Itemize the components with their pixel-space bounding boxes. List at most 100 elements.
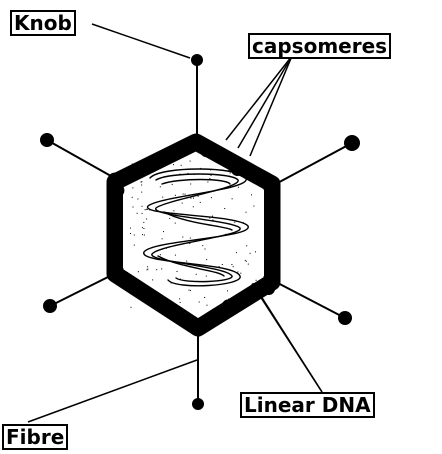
stipple-dot <box>147 162 148 163</box>
stipple-dot <box>241 164 242 165</box>
capsomere <box>268 218 277 227</box>
stipple-dot <box>211 175 212 176</box>
stipple-dot <box>138 271 139 272</box>
stipple-dot <box>160 186 161 187</box>
stipple-dot <box>141 192 142 193</box>
stipple-dot <box>132 197 133 198</box>
stipple-dot <box>204 297 205 298</box>
stipple-dot <box>161 268 162 269</box>
capsomeres-leader-line-2 <box>238 56 292 148</box>
stipple-dot <box>237 272 238 273</box>
stipple-dot <box>205 249 206 250</box>
stipple-dot <box>162 197 163 198</box>
fibre-upper-left <box>47 140 118 180</box>
stipple-dot <box>156 269 157 270</box>
stipple-dot <box>186 261 187 262</box>
stipple-dot <box>233 266 234 267</box>
stipple-dot <box>228 299 229 300</box>
stipple-dot <box>179 298 180 299</box>
stipple-dot <box>198 196 199 197</box>
stipple-dot <box>131 307 132 308</box>
stipple-dot <box>206 276 207 277</box>
stipple-dot <box>147 209 148 210</box>
stipple-dot <box>146 209 147 210</box>
stipple-dot <box>251 194 252 195</box>
stipple-dot <box>200 202 201 203</box>
stipple-dot <box>255 291 256 292</box>
stipple-dot <box>181 165 182 166</box>
capsomere <box>209 315 217 323</box>
stipple-dot <box>175 223 176 224</box>
fibre-lower-right <box>272 280 345 318</box>
stipple-dot <box>239 309 240 310</box>
stipple-dot <box>224 208 225 209</box>
capsomere <box>245 167 256 178</box>
stipple-dot <box>182 237 183 238</box>
stipple-dot <box>160 254 161 255</box>
stipple-dot <box>177 271 178 272</box>
capsid <box>107 138 280 335</box>
stipple-dot <box>161 302 162 303</box>
stipple-dot <box>190 290 191 291</box>
stipple-dot <box>206 259 207 260</box>
knob-lower-left <box>44 300 56 312</box>
stipple-dot <box>256 294 257 295</box>
stipple-dot <box>147 269 148 270</box>
stipple-dot <box>193 206 194 207</box>
stipple-dot <box>190 198 191 199</box>
stipple-dot <box>162 238 163 239</box>
stipple-dot <box>255 251 256 252</box>
stipple-dot <box>250 253 251 254</box>
stipple-dot <box>190 161 191 162</box>
stipple-dot <box>202 245 203 246</box>
capsomere <box>194 326 203 335</box>
stipple-dot <box>141 185 142 186</box>
stipple-dot <box>246 261 247 262</box>
stipple-dot <box>207 182 208 183</box>
capsomere <box>222 156 231 165</box>
stipple-dot <box>227 290 228 291</box>
knob-lower-right <box>339 312 351 324</box>
stipple-dot <box>256 280 257 281</box>
stipple-dot <box>175 195 176 196</box>
knob-top <box>192 55 202 65</box>
capsomere <box>175 312 184 321</box>
capsomeres-leader-line-1 <box>226 56 292 140</box>
stipple-dot <box>169 302 170 303</box>
stipple-dot <box>232 198 233 199</box>
stipple-dot <box>132 278 133 279</box>
stipple-dot <box>163 231 164 232</box>
stipple-dot <box>141 182 142 183</box>
stipple-dot <box>246 212 247 213</box>
stipple-dot <box>143 228 144 229</box>
capsomere <box>176 145 186 155</box>
stipple-dot <box>207 305 208 306</box>
stipple-dot <box>145 209 146 210</box>
stipple-dot <box>173 210 174 211</box>
capsomere <box>112 270 122 280</box>
stipple-dot <box>209 178 210 179</box>
stipple-dot <box>173 164 174 165</box>
stipple-dot <box>180 302 181 303</box>
stipple-dot <box>137 199 138 200</box>
stipple-dot <box>245 302 246 303</box>
capsomere <box>267 261 277 271</box>
stipple-dot <box>142 227 143 228</box>
stipple-dot <box>190 238 191 239</box>
stipple-dot <box>175 255 176 256</box>
capsomere <box>256 285 267 296</box>
stipple-dot <box>144 235 145 236</box>
fibre-label: Fibre <box>2 424 68 450</box>
capsomere <box>134 163 145 174</box>
stipple-dot <box>196 274 197 275</box>
stipple-dot <box>193 198 194 199</box>
stipple-dot <box>142 234 143 235</box>
stipple-dot <box>222 264 223 265</box>
stipple-dot <box>240 273 241 274</box>
stipple-dot <box>211 197 212 198</box>
stipple-dot <box>137 213 138 214</box>
stipple-dot <box>133 207 134 208</box>
linear-dna-label: Linear DNA <box>240 392 375 418</box>
stipple-dot <box>245 260 246 261</box>
